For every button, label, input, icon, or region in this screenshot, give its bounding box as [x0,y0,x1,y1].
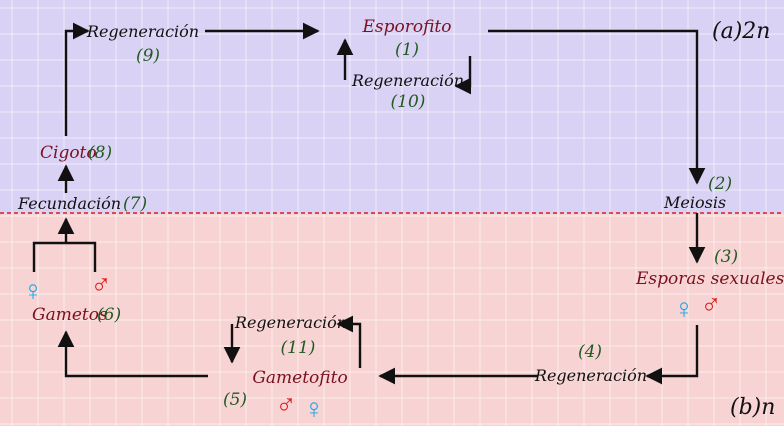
haploid-label: (b)n [730,395,775,420]
regen9-label: Regeneración [86,22,199,41]
meiosis-number: (2) [708,174,732,194]
gametos-number: (6) [97,305,121,325]
regen10-label: Regeneración [351,71,464,90]
arrow-cigoto-regeneracion [64,22,90,136]
gametofito-female-symbol: ♀ [304,394,325,425]
gametofito-label: Gametofito [252,368,347,388]
diploid-label: (a)2n [712,19,770,44]
esporofito-number: (1) [395,40,419,60]
regen9-number: (9) [136,46,160,66]
cigoto-label: Cigoto [40,143,97,163]
esporas-male-symbol: ♂ [701,290,722,321]
gametos-label: Gametos [32,305,108,325]
fecundacion-number: (7) [123,194,147,214]
arrow-gametofito-gametos [57,330,208,378]
regen10-number: (10) [391,92,426,112]
fecundacion-label: Fecundación [17,194,121,213]
meiosis-label: Meiosis [663,193,726,212]
gametos-male-symbol: ♂ [91,270,112,301]
esporas-number: (3) [714,247,738,267]
diploid-region [0,0,784,213]
arrow-esporofito-meiosis [488,29,706,185]
arrow-esporas-regeneracion [645,325,699,385]
esporas-label: Esporas sexuales [635,269,784,289]
gametos-female-symbol: ♀ [23,276,44,307]
arrow-esporofito-regen10 [454,56,472,95]
gametofito-male-symbol: ♂ [276,390,297,421]
regen4-number: (4) [578,342,602,362]
esporas-female-symbol: ♀ [674,294,695,325]
arrow-gametofito-regen11 [336,315,362,368]
regen11-number: (11) [281,338,316,358]
regen11-label: Regeneración [234,313,347,332]
gametofito-number: (5) [223,390,247,410]
regen4-label: Regeneración [534,366,647,385]
gametes-join-bracket [32,241,97,272]
esporofito-label: Esporofito [361,17,451,37]
cigoto-number: (8) [88,143,112,163]
